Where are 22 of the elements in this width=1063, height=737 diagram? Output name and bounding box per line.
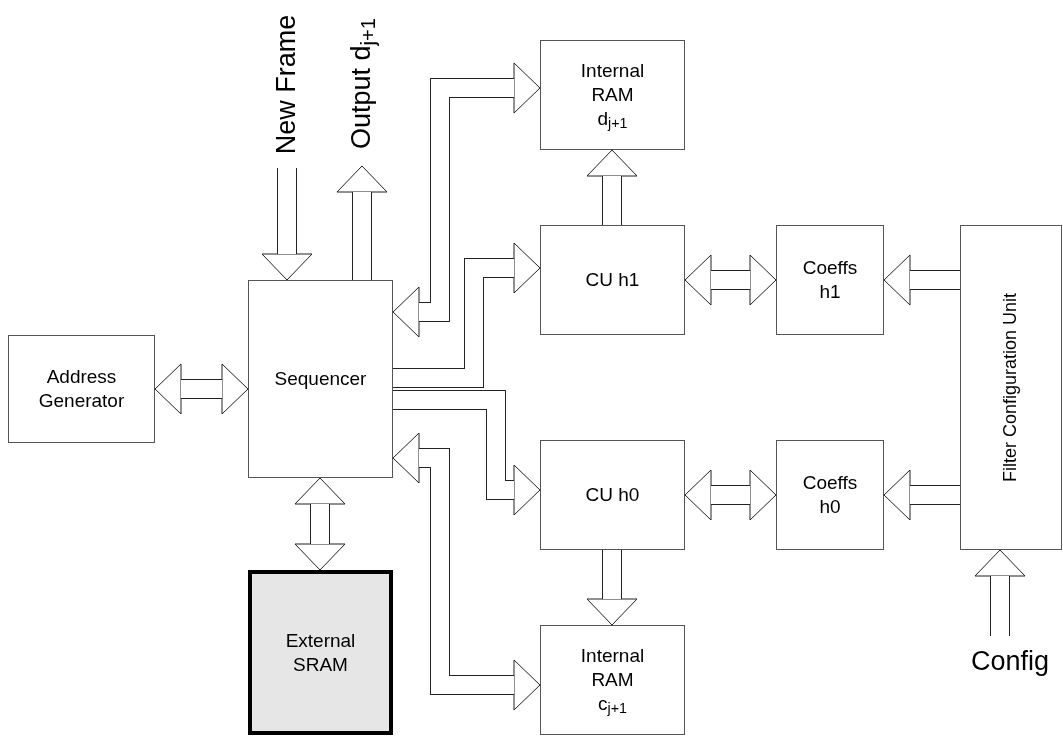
- block: [540, 225, 685, 335]
- node-label: CU h0: [585, 483, 640, 507]
- block: [8, 335, 155, 443]
- node-label: Address Generator: [37, 365, 126, 413]
- node-label: c$_{j+1}$: [598, 691, 627, 716]
- node-label: d$_{j+1}$: [597, 106, 628, 131]
- block: [248, 570, 393, 735]
- block: [776, 440, 884, 550]
- block: [540, 40, 685, 150]
- node-label: Sequencer: [274, 367, 367, 391]
- node-label: Coeffs h1: [802, 256, 858, 304]
- block: [960, 225, 1062, 550]
- block: [248, 280, 393, 478]
- block: [540, 625, 685, 735]
- signal-label: New Frame: [273, 14, 301, 154]
- block: [776, 225, 884, 335]
- node-label: Filter Configuration Unit: [999, 292, 1022, 483]
- block: [540, 440, 685, 550]
- node-label: External SRAM: [284, 628, 357, 677]
- node-label: CU h1: [585, 268, 640, 292]
- node-label: Coeffs h0: [802, 471, 858, 519]
- signal-label: Config: [970, 644, 1049, 678]
